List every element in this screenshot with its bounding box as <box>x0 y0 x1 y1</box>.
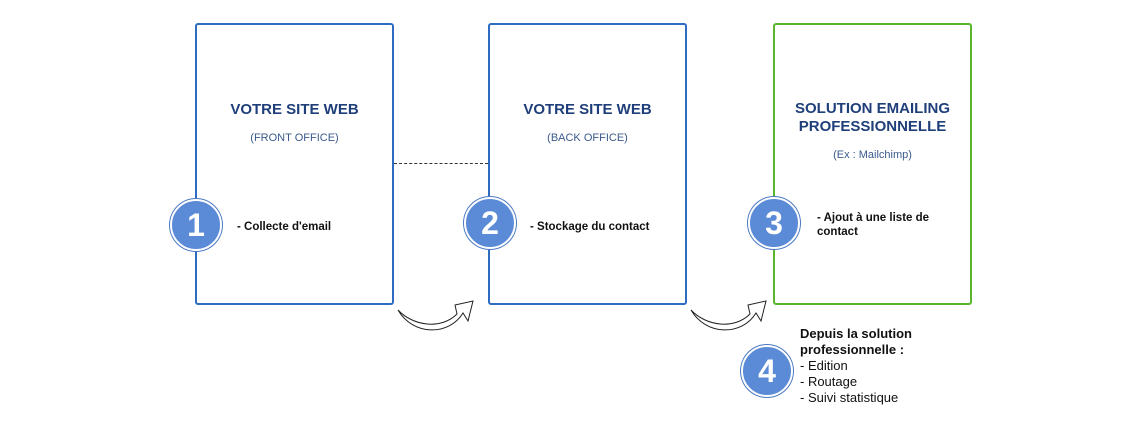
step-description: - Collecte d'email <box>237 221 332 233</box>
step-badge-1: 1 <box>170 199 222 251</box>
step-badge-3: 3 <box>748 197 800 249</box>
note-heading-line-2: professionnelle : <box>800 342 905 357</box>
box-title: VOTRE SITE WEB <box>230 101 359 118</box>
dashed-connector <box>394 163 488 164</box>
curved-arrow-icon <box>397 300 474 331</box>
step-description-line-1: - Ajout à une liste de <box>817 212 930 224</box>
step-description-line-2: contact <box>817 226 858 238</box>
note-item: - Routage <box>800 374 858 389</box>
emailing-solution-box: SOLUTION EMAILING PROFESSIONNELLE (Ex : … <box>773 23 972 305</box>
box-title-line-2: PROFESSIONNELLE <box>798 118 947 135</box>
box-subtitle: (FRONT OFFICE) <box>250 132 339 144</box>
box-title-line-1: SOLUTION EMAILING <box>795 100 950 117</box>
front-office-box: VOTRE SITE WEB (FRONT OFFICE) - Collecte… <box>195 23 394 305</box>
step-badge-2: 2 <box>464 197 516 249</box>
box-subtitle: (BACK OFFICE) <box>547 132 628 144</box>
note-heading-line-1: Depuis la solution <box>800 326 912 341</box>
box-title: VOTRE SITE WEB <box>523 101 652 118</box>
note-item: - Edition <box>800 358 848 373</box>
back-office-box: VOTRE SITE WEB (BACK OFFICE) - Stockage … <box>488 23 687 305</box>
final-step-note: Depuis la solution professionnelle : - E… <box>800 326 1000 406</box>
note-item: - Suivi statistique <box>800 390 899 405</box>
step-description: - Stockage du contact <box>530 221 650 233</box>
curved-arrow-icon <box>690 300 767 331</box>
step-badge-4: 4 <box>741 345 793 397</box>
box-subtitle: (Ex : Mailchimp) <box>833 149 912 161</box>
